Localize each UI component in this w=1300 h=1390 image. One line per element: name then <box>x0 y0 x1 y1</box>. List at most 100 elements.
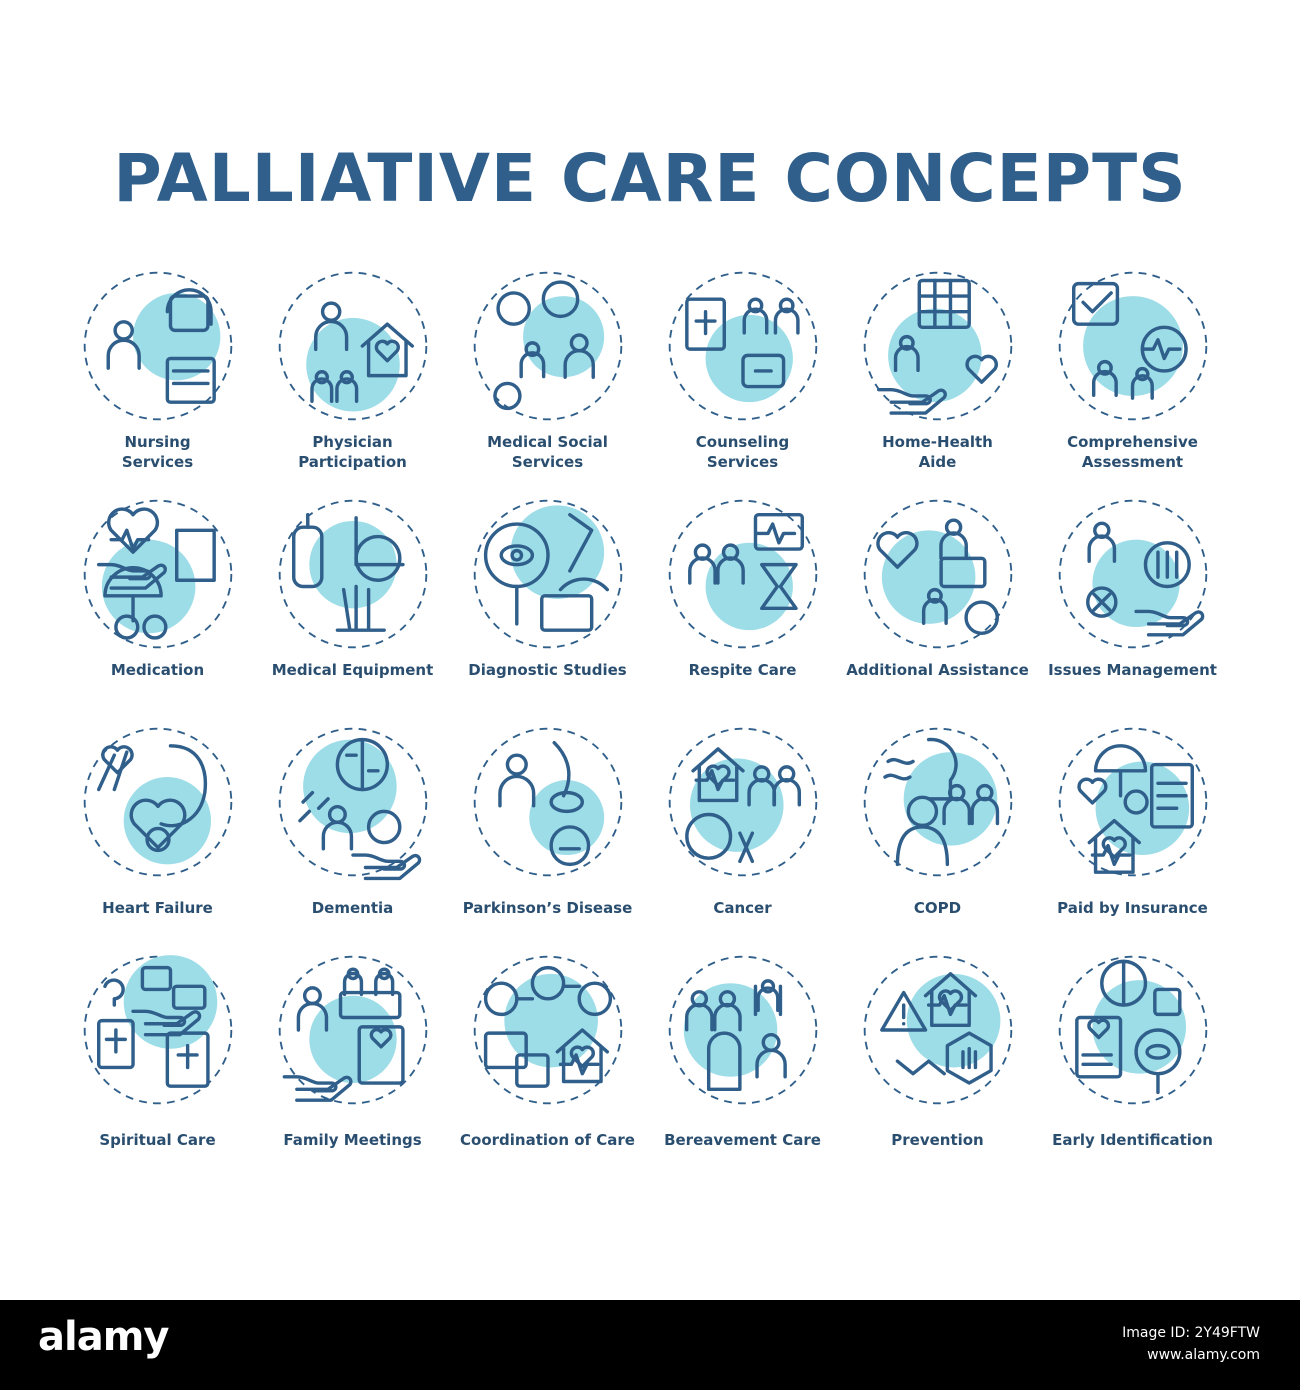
diagnostic-studies-icon <box>470 496 626 652</box>
concept-label: Diagnostic Studies <box>440 660 655 680</box>
concept-label-line: Physician <box>312 433 393 451</box>
concept-label: Additional Assistance <box>830 660 1045 680</box>
concept-label-line: Participation <box>298 453 407 471</box>
concept-label-line: Medication <box>110 661 205 679</box>
concept-label-line: Dementia <box>311 899 394 917</box>
nursing-services-icon <box>80 268 236 424</box>
concept-card: Coordination of Care <box>450 946 645 1171</box>
concept-card: Bereavement Care <box>645 946 840 1171</box>
coordination-of-care-icon <box>470 952 626 1108</box>
concept-card: Dementia <box>255 718 450 943</box>
bereavement-care-icon <box>665 952 821 1108</box>
concept-card: Paid by Insurance <box>1035 718 1230 943</box>
concept-label: Paid by Insurance <box>1025 898 1240 918</box>
issues-management-icon <box>1055 496 1211 652</box>
concept-label-line: Comprehensive <box>1067 433 1198 451</box>
concept-label-line: Cancer <box>713 899 772 917</box>
cancer-icon <box>665 724 821 880</box>
concept-label: Spiritual Care <box>50 1130 265 1150</box>
concept-card: Cancer <box>645 718 840 943</box>
family-meetings-icon <box>275 952 431 1108</box>
site-link[interactable]: www.alamy.com <box>1147 1347 1260 1363</box>
copd-icon <box>860 724 1016 880</box>
concept-label-line: Spiritual Care <box>99 1131 216 1149</box>
counseling-services-icon <box>665 268 821 424</box>
physician-participation-icon <box>275 268 431 424</box>
concept-label: Heart Failure <box>50 898 265 918</box>
concept-label: Respite Care <box>635 660 850 680</box>
concept-card: Heart Failure <box>60 718 255 943</box>
concept-card: Parkinson’s Disease <box>450 718 645 943</box>
concept-label-line: Assessment <box>1081 453 1184 471</box>
concept-label: Issues Management <box>1025 660 1240 680</box>
concept-label: Medication <box>50 660 265 680</box>
additional-assistance-icon <box>860 496 1016 652</box>
concept-label: Bereavement Care <box>635 1130 850 1150</box>
prevention-icon <box>860 952 1016 1108</box>
concept-label-line: Nursing <box>124 433 191 451</box>
footer-bar: alamy Image ID: 2Y49FTW www.alamy.com <box>0 1300 1300 1390</box>
concept-card: Issues Management <box>1035 490 1230 715</box>
dementia-icon <box>275 724 431 881</box>
concept-label-line: Bereavement Care <box>664 1131 821 1149</box>
concept-label: Medical Equipment <box>245 660 460 680</box>
concept-label-line: Family Meetings <box>283 1131 422 1149</box>
image-id-text: Image ID: 2Y49FTW <box>1122 1325 1260 1341</box>
medical-social-services-icon <box>470 268 626 424</box>
parkinsons-disease-icon <box>470 724 626 880</box>
concept-label-line: Early Identification <box>1052 1131 1213 1149</box>
concept-label: Family Meetings <box>245 1130 460 1150</box>
concept-label-line: Coordination of Care <box>460 1131 635 1149</box>
medication-icon <box>80 496 236 652</box>
concept-label-line: Aide <box>918 453 957 471</box>
concept-card: Respite Care <box>645 490 840 715</box>
footer-reference: Image ID: 2Y49FTW www.alamy.com <box>1122 1322 1260 1366</box>
concept-label: Prevention <box>830 1130 1045 1150</box>
concept-card: Diagnostic Studies <box>450 490 645 715</box>
concept-card: Additional Assistance <box>840 490 1035 715</box>
concept-card: Prevention <box>840 946 1035 1171</box>
concept-label-line: Services <box>121 453 194 471</box>
concept-label-line: Services <box>706 453 779 471</box>
early-identification-icon <box>1055 952 1211 1108</box>
concept-label-line: Medical Equipment <box>271 661 434 679</box>
concept-label: COPD <box>830 898 1045 918</box>
spiritual-care-icon <box>80 952 236 1108</box>
concept-card: Medication <box>60 490 255 715</box>
concept-label-line: Parkinson’s Disease <box>462 899 633 917</box>
concept-card: Family Meetings <box>255 946 450 1171</box>
concept-card: COPD <box>840 718 1035 943</box>
concept-label-line: Home-Health <box>882 433 993 451</box>
concept-card: Medical Equipment <box>255 490 450 715</box>
home-health-aide-icon <box>860 268 1016 424</box>
concept-card: Spiritual Care <box>60 946 255 1171</box>
concept-label-line: Prevention <box>891 1131 984 1149</box>
concept-label-line: Paid by Insurance <box>1057 899 1208 917</box>
concept-label-line: COPD <box>913 899 962 917</box>
heart-failure-icon <box>80 724 236 880</box>
concept-label-line: Services <box>511 453 584 471</box>
page-title: PALLIATIVE CARE CONCEPTS <box>113 140 1187 217</box>
comprehensive-assessment-icon <box>1055 268 1211 424</box>
footer-logo[interactable]: alamy <box>38 1314 169 1360</box>
concept-label: Coordination of Care <box>440 1130 655 1150</box>
medical-equipment-icon <box>275 496 431 652</box>
concept-label-line: Issues Management <box>1048 661 1217 679</box>
concept-card: Early Identification <box>1035 946 1230 1171</box>
concept-label: Parkinson’s Disease <box>440 898 655 918</box>
concept-label: Early Identification <box>1025 1130 1240 1150</box>
concept-label: Dementia <box>245 898 460 918</box>
concept-label-line: Respite Care <box>688 661 797 679</box>
